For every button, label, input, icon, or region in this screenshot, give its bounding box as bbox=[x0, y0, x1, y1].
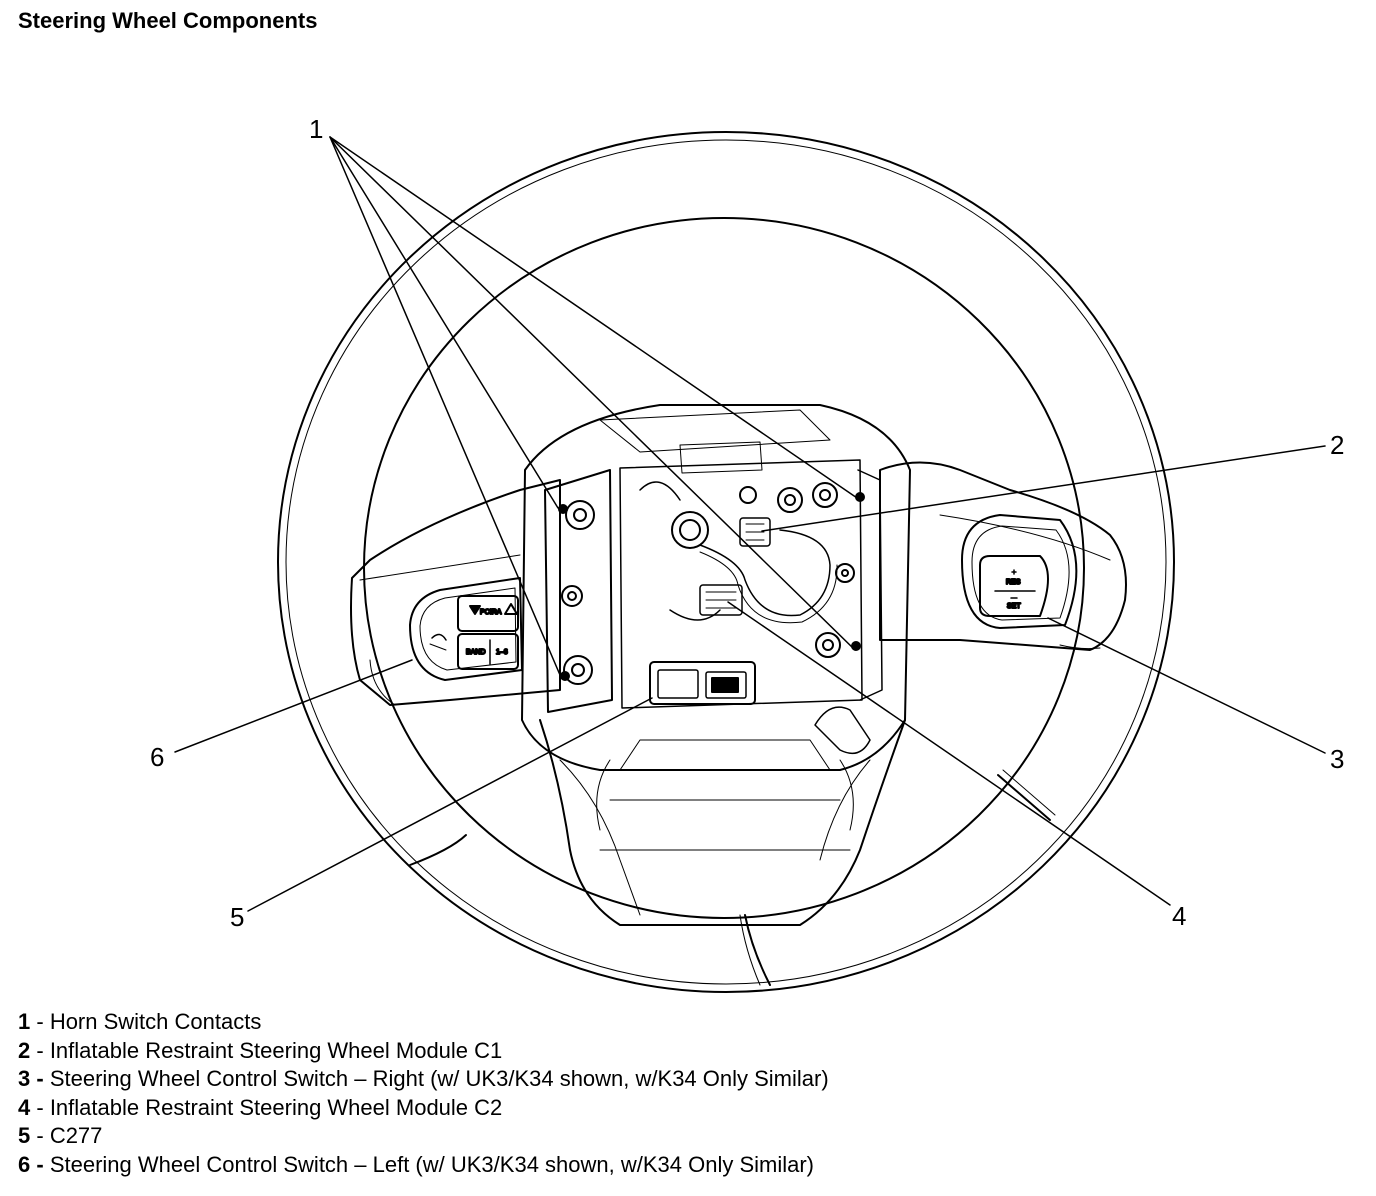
left-spoke bbox=[350, 479, 561, 706]
right-upper-button-label: RES bbox=[1006, 579, 1021, 586]
connector-c277 bbox=[649, 661, 756, 705]
right-lower-button-label: SET bbox=[1007, 603, 1021, 610]
connector-c1 bbox=[739, 517, 771, 547]
legend: 1 - Horn Switch Contacts 2 - Inflatable … bbox=[18, 1008, 829, 1180]
leader-lines bbox=[174, 136, 1326, 912]
legend-item-1: 1 - Horn Switch Contacts bbox=[18, 1009, 262, 1034]
callout-3: 3 bbox=[1330, 744, 1344, 774]
horn-switch-contacts bbox=[558, 482, 865, 685]
callout-2: 2 bbox=[1330, 430, 1344, 460]
legend-item-4: 4 - Inflatable Restraint Steering Wheel … bbox=[18, 1094, 503, 1120]
mounting-plates bbox=[544, 409, 883, 713]
wiring-harness bbox=[639, 481, 838, 624]
legend-item-5: 5 - C277 bbox=[18, 1123, 103, 1149]
right-control-switch: RES SET bbox=[961, 514, 1078, 629]
callout-1: 1 bbox=[309, 114, 323, 144]
wheel-rim bbox=[277, 131, 1175, 993]
callout-4: 4 bbox=[1172, 901, 1186, 931]
callout-6: 6 bbox=[150, 742, 164, 772]
right-spoke bbox=[879, 461, 1127, 651]
legend-item-2: 2 - Inflatable Restraint Steering Wheel … bbox=[18, 1037, 503, 1063]
left-lower-button-label-b: 1–6 bbox=[496, 649, 508, 656]
callout-5: 5 bbox=[230, 902, 244, 932]
bolts bbox=[561, 486, 855, 607]
legend-item-3: 3 - Steering Wheel Control Switch – Righ… bbox=[18, 1066, 829, 1092]
left-control-switch: PCIRA BAND 1–6 bbox=[409, 577, 523, 681]
legend-item-6: 6 - Steering Wheel Control Switch – Left… bbox=[18, 1151, 815, 1177]
connector-c2 bbox=[699, 584, 743, 616]
left-lower-button-label-a: BAND bbox=[466, 649, 485, 656]
steering-wheel-diagram: PCIRA BAND 1–6 RES SET bbox=[150, 114, 1344, 993]
center-hub bbox=[521, 404, 911, 926]
page-title: Steering Wheel Components bbox=[18, 8, 318, 33]
left-upper-button-label: PCIRA bbox=[480, 609, 502, 616]
